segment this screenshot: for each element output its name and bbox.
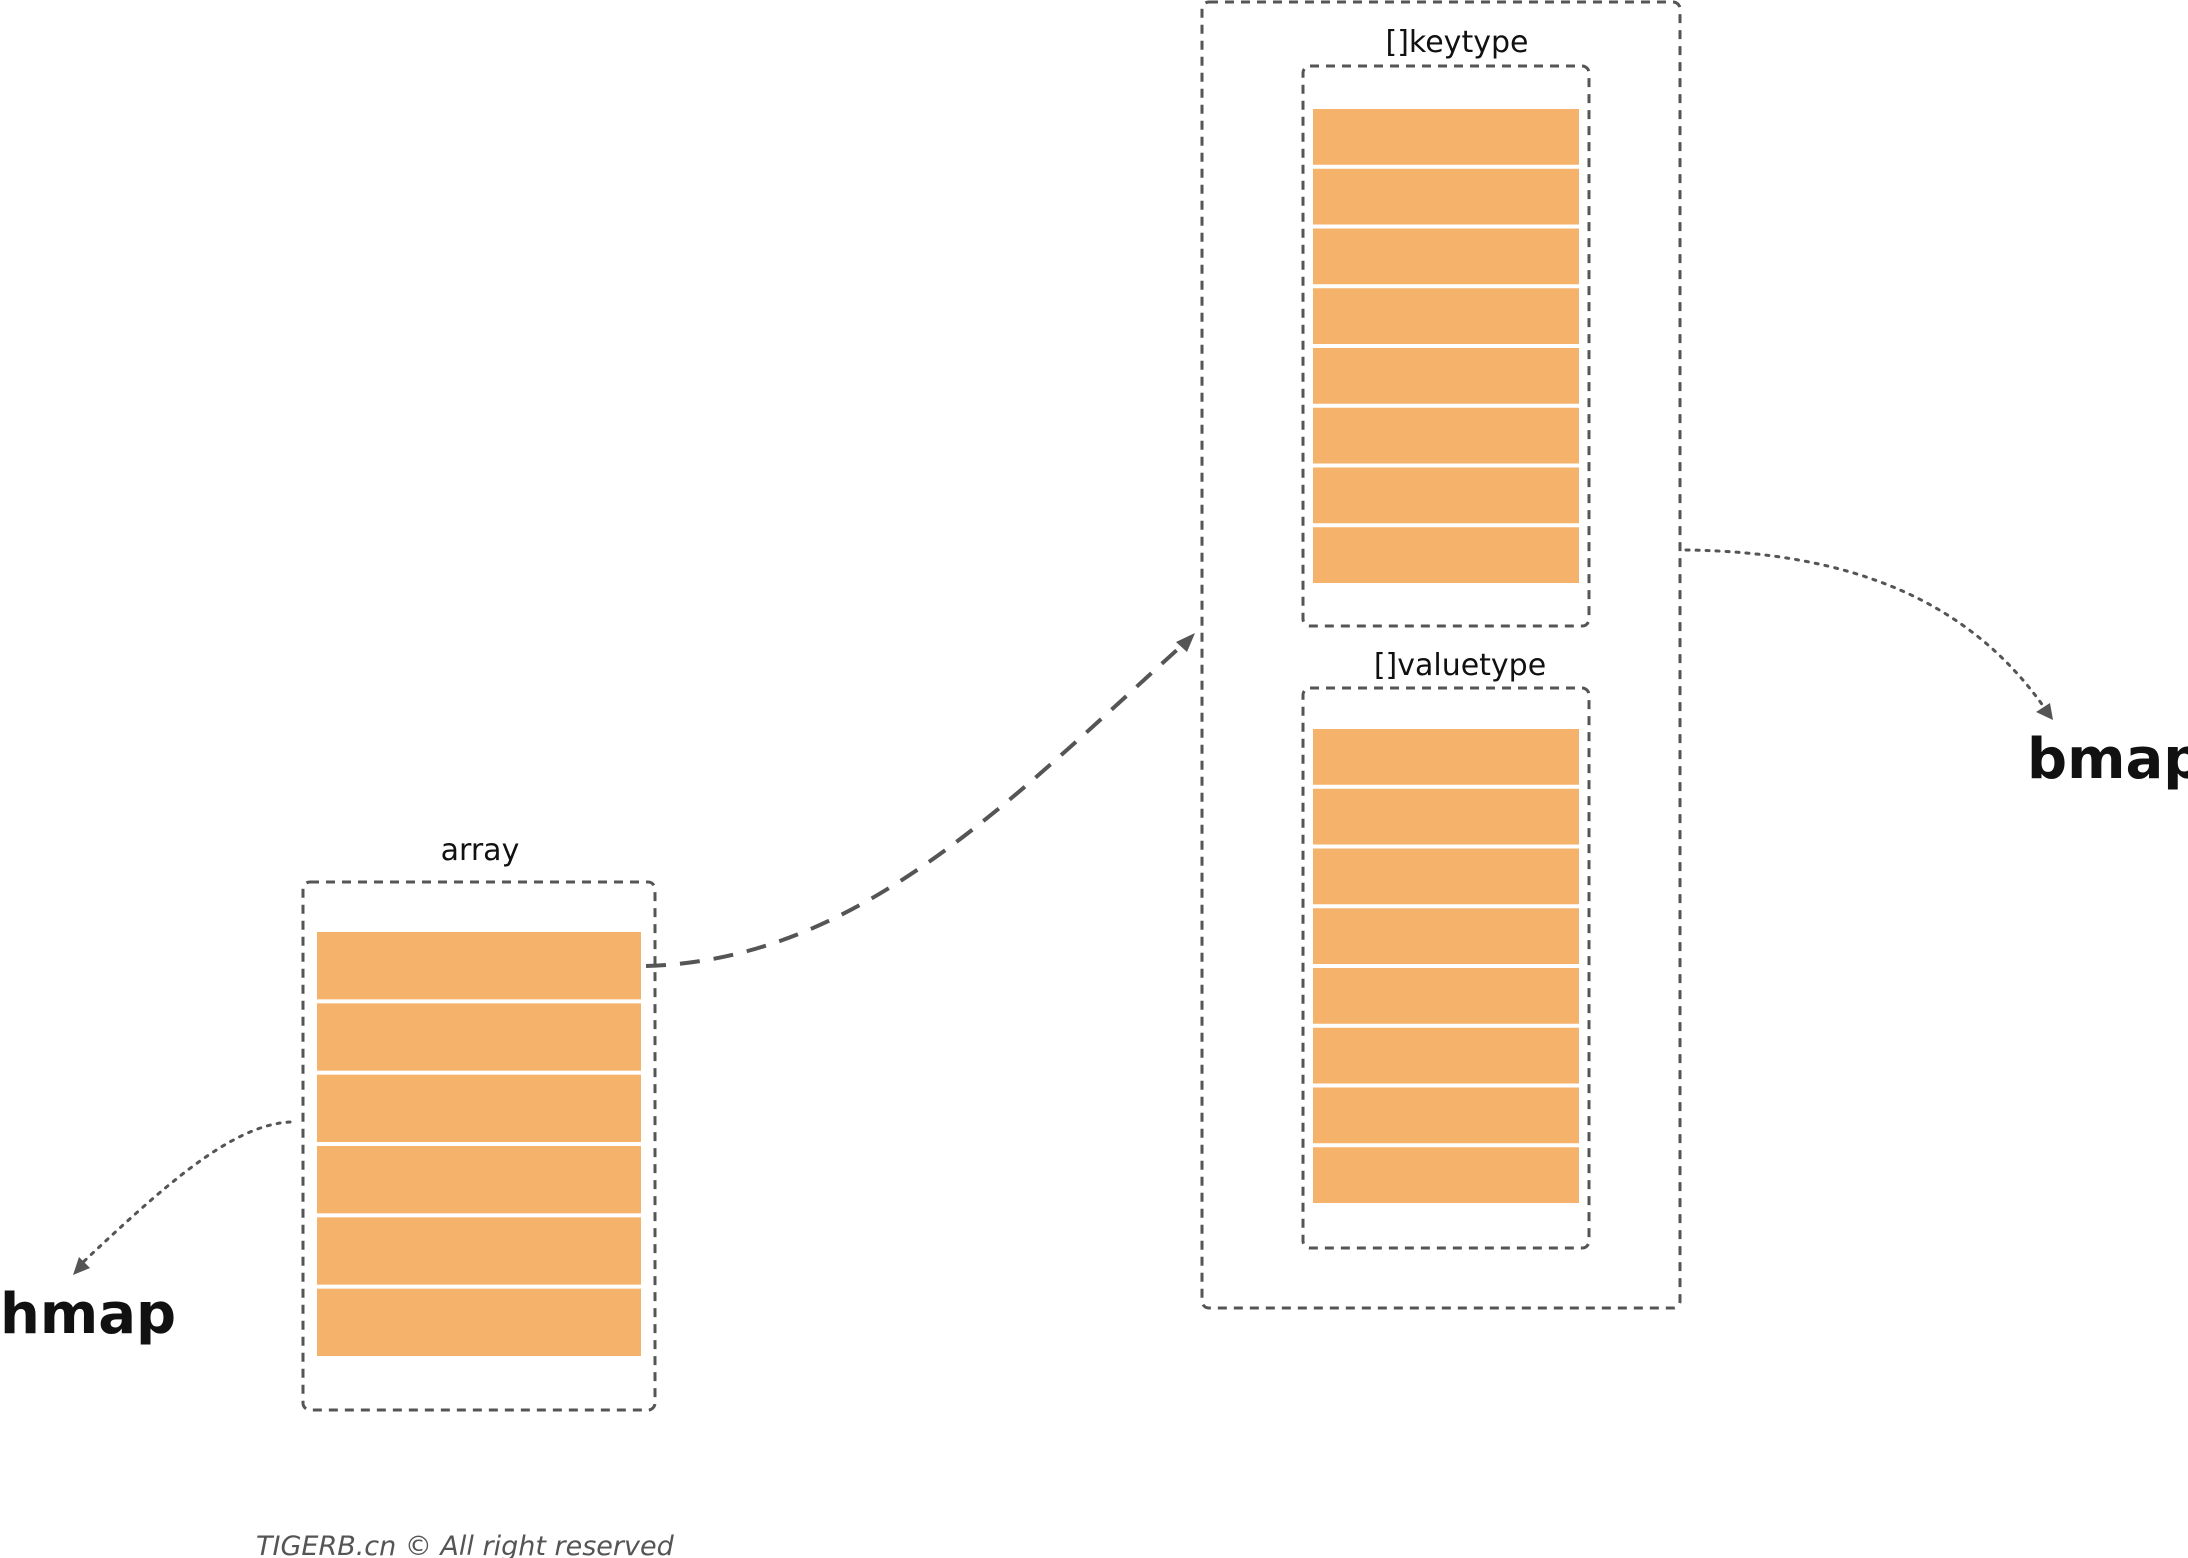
key-slot bbox=[1313, 348, 1579, 404]
footer-copyright: TIGERB.cn © All right reserved bbox=[256, 1531, 675, 1558]
key-slot bbox=[1313, 288, 1579, 344]
bmap-label: bmap bbox=[2027, 727, 2188, 792]
key-slots bbox=[1313, 109, 1579, 583]
keys-block: []keytype bbox=[1301, 25, 1591, 628]
key-slot bbox=[1313, 407, 1579, 464]
values-title: []valuetype bbox=[1374, 648, 1546, 683]
value-slot bbox=[1313, 1087, 1579, 1144]
value-slot bbox=[1313, 729, 1579, 785]
arrowhead bbox=[2036, 703, 2053, 720]
keys-title: []keytype bbox=[1386, 25, 1529, 60]
array-block: array bbox=[301, 833, 657, 1412]
key-slot bbox=[1313, 228, 1579, 285]
key-slot bbox=[1313, 168, 1579, 225]
array-slot bbox=[317, 932, 641, 1000]
array-slot bbox=[317, 1288, 641, 1356]
array-slot bbox=[317, 1074, 641, 1142]
value-slot bbox=[1313, 788, 1579, 845]
key-slot bbox=[1313, 467, 1579, 524]
edge-array-to-hmap bbox=[73, 1120, 292, 1275]
values-border bbox=[1301, 686, 1591, 1250]
array-slot bbox=[317, 1217, 641, 1285]
array-slots bbox=[317, 932, 641, 1356]
arrowhead bbox=[73, 1257, 90, 1275]
key-slot bbox=[1313, 527, 1579, 583]
value-slot bbox=[1313, 968, 1579, 1024]
edge-bucket-to-bmap bbox=[1684, 548, 2053, 720]
value-slot bbox=[1313, 848, 1579, 905]
array-title: array bbox=[441, 833, 520, 868]
bucket-block: []keytype []valuetype bbox=[1200, 0, 1682, 1310]
hmap-label: hmap bbox=[0, 1282, 176, 1347]
arrowhead bbox=[1176, 633, 1195, 652]
value-slot bbox=[1313, 908, 1579, 964]
edge-array-to-bucket bbox=[645, 633, 1195, 968]
array-border bbox=[301, 880, 657, 1412]
value-slot bbox=[1313, 1147, 1579, 1203]
array-slot bbox=[317, 1003, 641, 1071]
value-slots bbox=[1313, 729, 1579, 1203]
values-block: []valuetype bbox=[1301, 648, 1591, 1250]
key-slot bbox=[1313, 109, 1579, 165]
bucket-outer-border bbox=[1200, 0, 1682, 1310]
value-slot bbox=[1313, 1027, 1579, 1084]
array-slot bbox=[317, 1146, 641, 1214]
keys-border bbox=[1301, 64, 1591, 628]
